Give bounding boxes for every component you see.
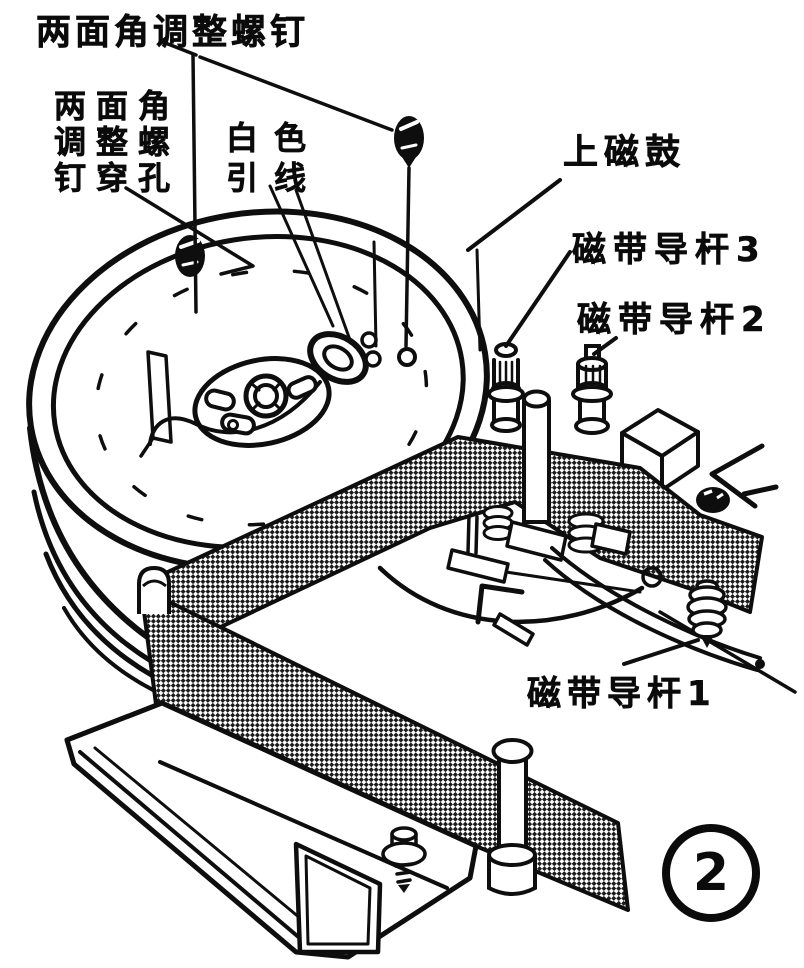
- leader-rod1: [622, 638, 700, 666]
- leader-dihedral-hole: [124, 186, 255, 276]
- flag-plate: [146, 350, 173, 444]
- label-line: 调整螺: [54, 123, 181, 161]
- leader-white-lead-b: [294, 188, 352, 342]
- wire-crossing-line: [658, 610, 797, 694]
- label-line: 白色: [226, 119, 323, 158]
- leader-dihedral-screw-seated: [191, 53, 198, 314]
- bracket-wall-inner: [304, 854, 372, 946]
- guide-rod-2: [571, 344, 613, 435]
- hub-nut-inner: [253, 383, 279, 409]
- label-tape-guide-rod-2: 磁带导杆2: [577, 300, 772, 341]
- bracket-screw: [381, 826, 427, 893]
- corner-guide-pin: [137, 565, 171, 614]
- deck-hole: [641, 566, 663, 588]
- hub-nut: [243, 373, 289, 419]
- screw-through-hole: [397, 347, 417, 367]
- leader-top-tick: [166, 42, 198, 57]
- label-line: 引线: [226, 159, 323, 198]
- platter-lug-hole: [227, 419, 239, 431]
- wire-terminal: [364, 350, 382, 368]
- label-dihedral-adjust-screw: 两面角调整螺钉: [36, 13, 310, 54]
- label-tape-guide-rod-3: 磁带导杆3: [572, 230, 767, 271]
- direction-arrows: [475, 443, 779, 647]
- leader-upper-drum: [466, 178, 562, 252]
- bracket-flange-line: [93, 746, 314, 930]
- leader-rod2: [592, 336, 618, 356]
- rotary-coil-bore: [322, 344, 354, 372]
- label-white-lead-wire: 白色 引线: [226, 118, 322, 198]
- platter-lug: [286, 375, 318, 400]
- label-upper-drum: 上磁鼓: [563, 133, 687, 174]
- deck-plate-piece: [590, 522, 632, 556]
- leader-lines: [124, 42, 700, 666]
- screw-shaft: [466, 514, 479, 555]
- post-mount: [505, 520, 568, 562]
- lead-wire-pair: [550, 546, 762, 660]
- bracket-flange-line: [78, 750, 304, 942]
- label-line: 钉穿孔: [54, 159, 181, 197]
- wire-terminal: [360, 331, 378, 349]
- leader-white-lead-a: [268, 184, 335, 328]
- bracket-wall: [293, 841, 383, 955]
- adjustment-screw-seated: [175, 235, 205, 277]
- deck-assembly: [377, 505, 797, 694]
- mounting-screw-head: [696, 487, 730, 513]
- label-tape-guide-rod-1: 磁带导杆1: [527, 674, 717, 715]
- adjustment-screw-floating: [394, 116, 424, 168]
- chevron-right: [709, 443, 765, 509]
- chevron-right-tick: [741, 484, 779, 497]
- chevron-left-dash: [492, 612, 535, 647]
- deck-front-arc: [377, 565, 645, 625]
- hub-nut-facet: [272, 381, 282, 392]
- white-lead-wire: [148, 380, 322, 446]
- leader-dihedral-screw-floating: [198, 55, 394, 132]
- hub-nut-facet: [250, 382, 261, 392]
- leader-screw-to-hole: [404, 166, 411, 348]
- tall-guide-post: [522, 389, 551, 524]
- label-dihedral-screw-hole: 两面角 调整螺 钉穿孔: [54, 87, 181, 197]
- leader-rod3: [504, 250, 572, 348]
- hub-nut-facet: [251, 401, 261, 411]
- interior-line: [372, 240, 378, 348]
- lead-wire-pair: [543, 558, 759, 672]
- centre-platter: [192, 356, 332, 448]
- guide-rod-1-screw: [686, 579, 728, 648]
- wire-end-blob: [755, 659, 765, 669]
- bottom-guide-post: [487, 738, 537, 896]
- figure-number-badge: 2: [662, 824, 760, 922]
- upper-drum: [26, 116, 490, 724]
- label-line: 两面角: [54, 87, 181, 125]
- deck-foot: [446, 548, 510, 584]
- platter-lug: [204, 388, 236, 412]
- interior-line: [475, 248, 482, 352]
- drum-floor-dashed-circle: [94, 268, 429, 527]
- chevron-left: [475, 583, 525, 625]
- hub-nut-facet: [272, 401, 282, 411]
- guide-rod-3: [487, 342, 525, 433]
- mounting-bracket: [64, 700, 479, 960]
